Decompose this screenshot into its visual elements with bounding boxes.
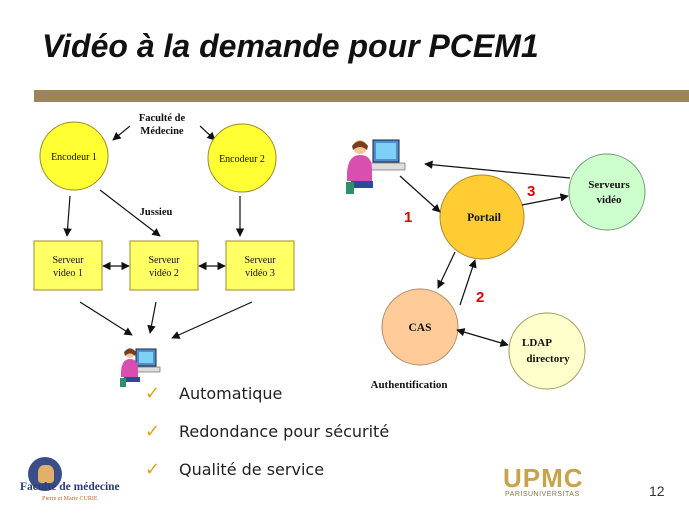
arrow-portail-cas — [437, 251, 456, 289]
serveur-1-line1: Serveur — [52, 255, 84, 266]
bullet-text: Automatique — [179, 384, 283, 403]
arrow-serveur2-user — [147, 301, 157, 334]
jussieu-label: Jussieu — [140, 207, 173, 218]
serveur-2-line1: Serveur — [148, 255, 180, 266]
bullet-text: Qualité de service — [179, 460, 325, 479]
cas-node: CAS — [381, 288, 459, 366]
bullet-item: ✓ Qualité de service — [145, 458, 389, 496]
checkmark-icon: ✓ — [145, 383, 161, 404]
serveur-3-line1: Serveur — [244, 255, 276, 266]
arrow-serveurs-user — [424, 160, 571, 179]
encodeur-2-node: Encodeur 2 — [207, 123, 277, 193]
serveurs-video-line2: vidéo — [596, 194, 622, 206]
step-1-label: 1 — [404, 209, 412, 226]
faculte-label-line1: Faculté de — [139, 113, 186, 124]
arrow-faculte-encodeur2 — [199, 125, 216, 141]
serveur-3-line2: vidéo 3 — [245, 268, 275, 279]
arrow-encodeur1-serveur1 — [63, 195, 72, 237]
checkmark-icon: ✓ — [145, 459, 161, 480]
encodeur-1-node: Encodeur 1 — [39, 121, 109, 191]
page-number: 12 — [649, 483, 665, 499]
arrow-cas-portail — [459, 259, 477, 306]
checkmark-icon: ✓ — [145, 421, 161, 442]
cas-label: CAS — [408, 322, 431, 334]
serveur-1-box: Serveur video 1 — [33, 240, 103, 291]
faculty-logo-text: Faculté de médecine — [20, 481, 120, 493]
portail-node: Portail — [439, 174, 525, 260]
encodeur-1-label: Encodeur 1 — [51, 152, 97, 163]
arrow-encodeur1-serveur2 — [99, 189, 161, 237]
bullet-text: Redondance pour sécurité — [179, 422, 390, 441]
upmc-logo-text: UPMC — [503, 463, 584, 493]
arrow-user-portail — [399, 175, 441, 213]
user-at-computer-icon — [346, 139, 406, 194]
portail-label: Portail — [467, 212, 501, 224]
faculty-logo-subtext: Pierre et Marie CURIE — [42, 496, 98, 502]
serveur-2-box: Serveur vidéo 2 — [129, 240, 199, 291]
authentification-label: Authentification — [371, 379, 448, 391]
arrow-serveur3-user — [171, 301, 253, 339]
arrow-faculte-encodeur1 — [112, 125, 131, 141]
user-at-computer-icon — [120, 348, 161, 387]
faculte-label-line2: Médecine — [140, 126, 183, 137]
encodeur-2-label: Encodeur 2 — [219, 154, 265, 165]
bullet-item: ✓ Redondance pour sécurité — [145, 420, 389, 458]
upmc-logo-subtext: PARISUNIVERSITAS — [505, 491, 580, 498]
arrow-serveur1-user — [79, 301, 133, 336]
serveur-3-box: Serveur vidéo 3 — [225, 240, 295, 291]
title-divider — [34, 90, 689, 102]
ldap-line1: LDAP — [522, 337, 552, 349]
ldap-node: LDAP directory — [508, 312, 586, 390]
slide-title: Vidéo à la demande pour PCEM1 — [42, 28, 539, 64]
step-3-label: 3 — [527, 183, 535, 200]
arrow-portail-serveurs — [521, 193, 569, 206]
bullet-item: ✓ Automatique — [145, 382, 389, 420]
step-2-label: 2 — [476, 289, 484, 306]
serveurs-video-line1: Serveurs — [588, 179, 630, 191]
ldap-line2: directory — [526, 353, 570, 365]
faculty-logo: Faculté de médecine Pierre et Marie CURI… — [20, 455, 132, 507]
serveur-2-line2: vidéo 2 — [149, 268, 179, 279]
arrow-cas-ldap — [456, 328, 509, 347]
serveurs-video-node: Serveurs vidéo — [568, 153, 646, 231]
upmc-logo: UPMC PARISUNIVERSITAS — [503, 463, 593, 503]
serveur-1-line2: video 1 — [53, 268, 83, 279]
bullet-list: ✓ Automatique ✓ Redondance pour sécurité… — [145, 382, 389, 496]
